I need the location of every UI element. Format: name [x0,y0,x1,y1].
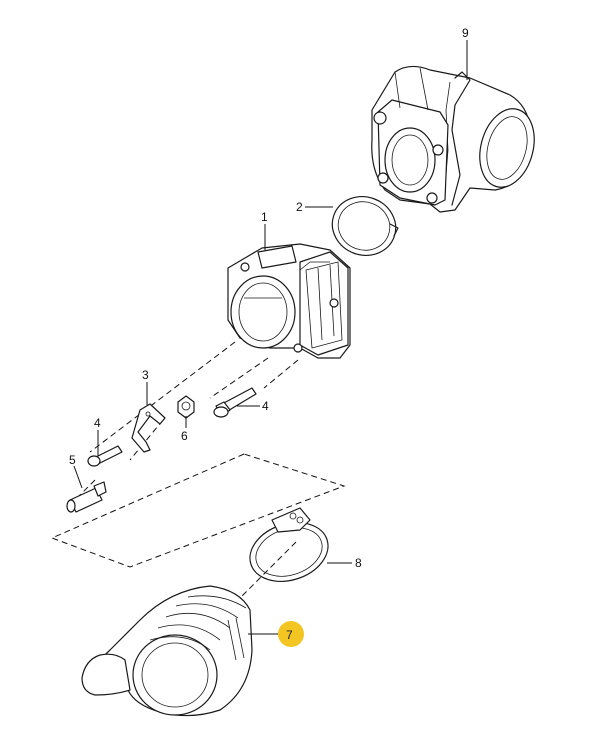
bolt-part-4-upper[interactable] [213,387,257,418]
callout-6: 6 [181,429,188,443]
callout-4-lower: 4 [94,416,101,430]
stud-part-5[interactable] [66,481,107,513]
throttle-body-part-1[interactable] [227,243,351,359]
callout-5: 5 [69,453,76,467]
assembly-line-6 [229,541,297,609]
air-hose-part-7[interactable] [81,585,253,717]
bolt-part-4-lower[interactable] [87,445,123,467]
intake-tube-part-9[interactable] [371,65,543,213]
callout-8: 8 [355,556,362,570]
callout-2: 2 [296,200,303,214]
assembly-line-3 [263,359,299,389]
assembly-box [50,453,346,568]
assembly-line-1 [89,341,236,453]
hose-clamp-part-8[interactable] [242,507,335,591]
leader-5 [73,465,83,489]
gasket-part-2[interactable] [324,188,404,264]
callout-9: 9 [462,26,469,40]
callout-7: 7 [286,628,293,642]
assembly-line-2 [209,357,269,399]
callout-1: 1 [261,210,268,224]
callout-7-highlight[interactable]: 7 [278,621,304,647]
callout-3: 3 [142,368,149,382]
nut-part-6[interactable] [177,395,195,419]
bracket-part-3[interactable] [131,403,166,453]
assembly-line-4 [129,419,164,461]
callout-4-upper: 4 [262,399,269,413]
